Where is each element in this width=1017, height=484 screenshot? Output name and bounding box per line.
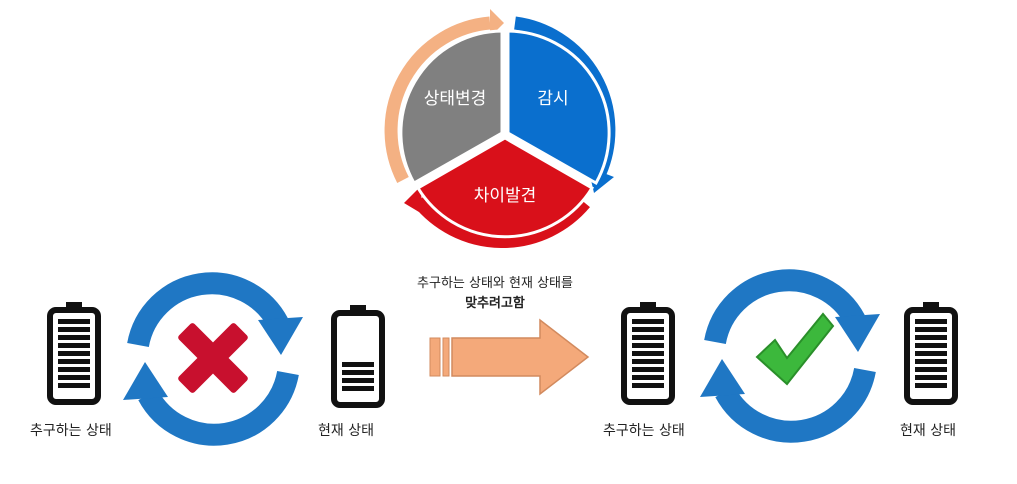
right-arrow-icon <box>429 318 590 396</box>
cycle-diagram: 상태변경 감시 차이발견 <box>384 9 616 248</box>
battery-low-icon <box>331 305 385 408</box>
left-current-state-label: 현재 상태 <box>318 423 374 439</box>
right-cycle-icon <box>700 269 880 443</box>
left-cycle-icon <box>123 272 303 446</box>
right-desired-state-label: 추구하는 상태 <box>603 423 685 439</box>
middle-caption: 추구하는 상태와 현재 상태를 맞추려고함 <box>395 274 595 314</box>
cycle-segment-monitor <box>506 29 611 186</box>
battery-full-icon-right-2 <box>904 302 958 405</box>
caption-line-2: 맞추려고함 <box>465 296 525 311</box>
cycle-arrow-orange <box>384 16 491 183</box>
check-icon <box>755 312 835 386</box>
right-current-state-label: 현재 상태 <box>900 423 956 439</box>
cycle-arrowhead-red <box>404 187 424 215</box>
cycle-label-diff: 차이발견 <box>474 186 537 206</box>
cycle-arrow-red <box>412 196 590 248</box>
left-desired-state-label: 추구하는 상태 <box>30 423 112 439</box>
caption-line-1: 추구하는 상태와 현재 상태를 <box>417 276 573 291</box>
battery-full-icon <box>47 302 101 405</box>
cycle-segment-diff <box>415 136 595 239</box>
cross-icon <box>178 323 248 393</box>
battery-full-icon-right <box>621 302 675 405</box>
cycle-label-monitor: 감시 <box>537 89 568 109</box>
cycle-segment-change <box>399 29 504 186</box>
cycle-label-change: 상태변경 <box>424 89 487 109</box>
